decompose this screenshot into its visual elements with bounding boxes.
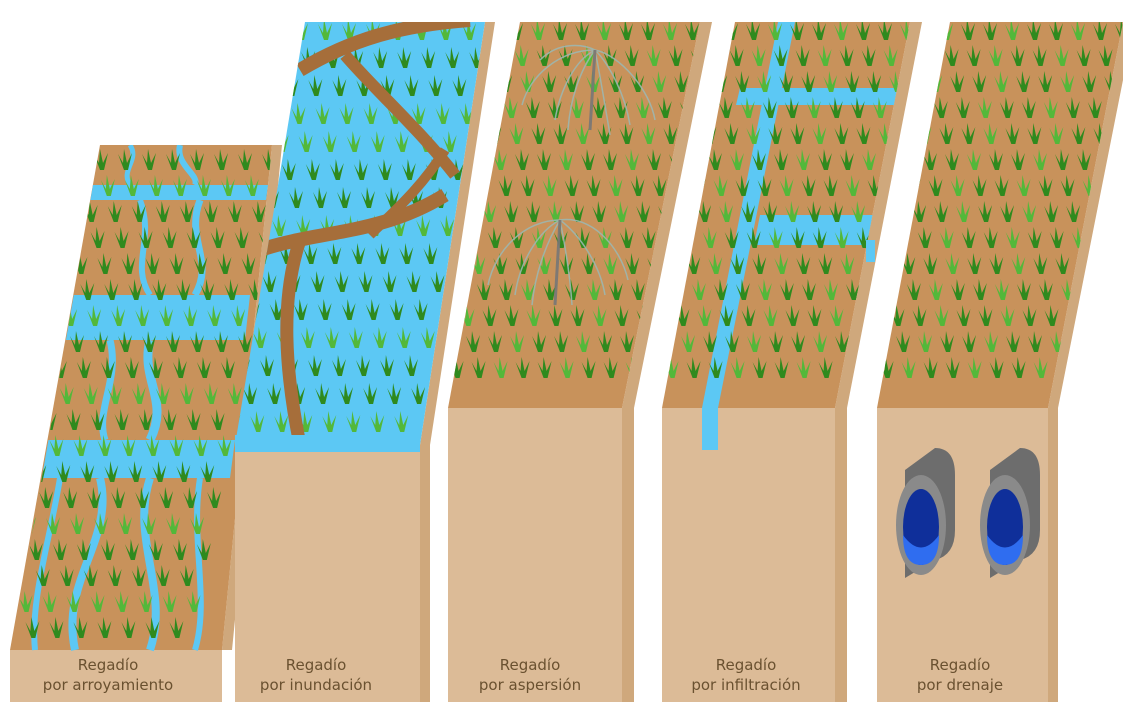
label-line-2: por drenaje xyxy=(870,675,1050,695)
label-line-1: Regadío xyxy=(870,655,1050,675)
label-drenaje: Regadío por drenaje xyxy=(870,655,1050,695)
water-channel xyxy=(55,295,250,340)
label-line-2: por arroyamiento xyxy=(18,675,198,695)
label-line-1: Regadío xyxy=(440,655,620,675)
block-side xyxy=(622,408,634,702)
grass-tuft xyxy=(896,227,910,248)
water-edge xyxy=(235,435,420,452)
label-infiltracion: Regadío por infiltración xyxy=(656,655,836,695)
grass-tuft xyxy=(659,331,673,352)
label-arroyamiento: Regadío por arroyamiento xyxy=(18,655,198,695)
grass-tuft xyxy=(874,331,888,352)
label-line-1: Regadío xyxy=(656,655,836,675)
label-line-2: por infiltración xyxy=(656,675,836,695)
grass-tuft xyxy=(885,279,899,300)
label-line-1: Regadío xyxy=(18,655,198,675)
grass-tuft xyxy=(681,227,695,248)
panel-drenaje xyxy=(874,19,1123,702)
grass-tuft xyxy=(670,279,684,300)
infiltration-furrow xyxy=(736,88,910,105)
infiltration-furrow xyxy=(866,240,875,262)
label-line-2: por aspersión xyxy=(440,675,620,695)
block-side xyxy=(420,445,430,702)
grass-tuft xyxy=(466,227,480,248)
label-inundacion: Regadío por inundación xyxy=(226,655,406,695)
block-side xyxy=(835,408,847,702)
label-aspersion: Regadío por aspersión xyxy=(440,655,620,695)
grass-tuft xyxy=(455,279,469,300)
label-line-2: por inundación xyxy=(226,675,406,695)
infiltration-furrow xyxy=(702,408,718,450)
label-line-1: Regadío xyxy=(226,655,406,675)
